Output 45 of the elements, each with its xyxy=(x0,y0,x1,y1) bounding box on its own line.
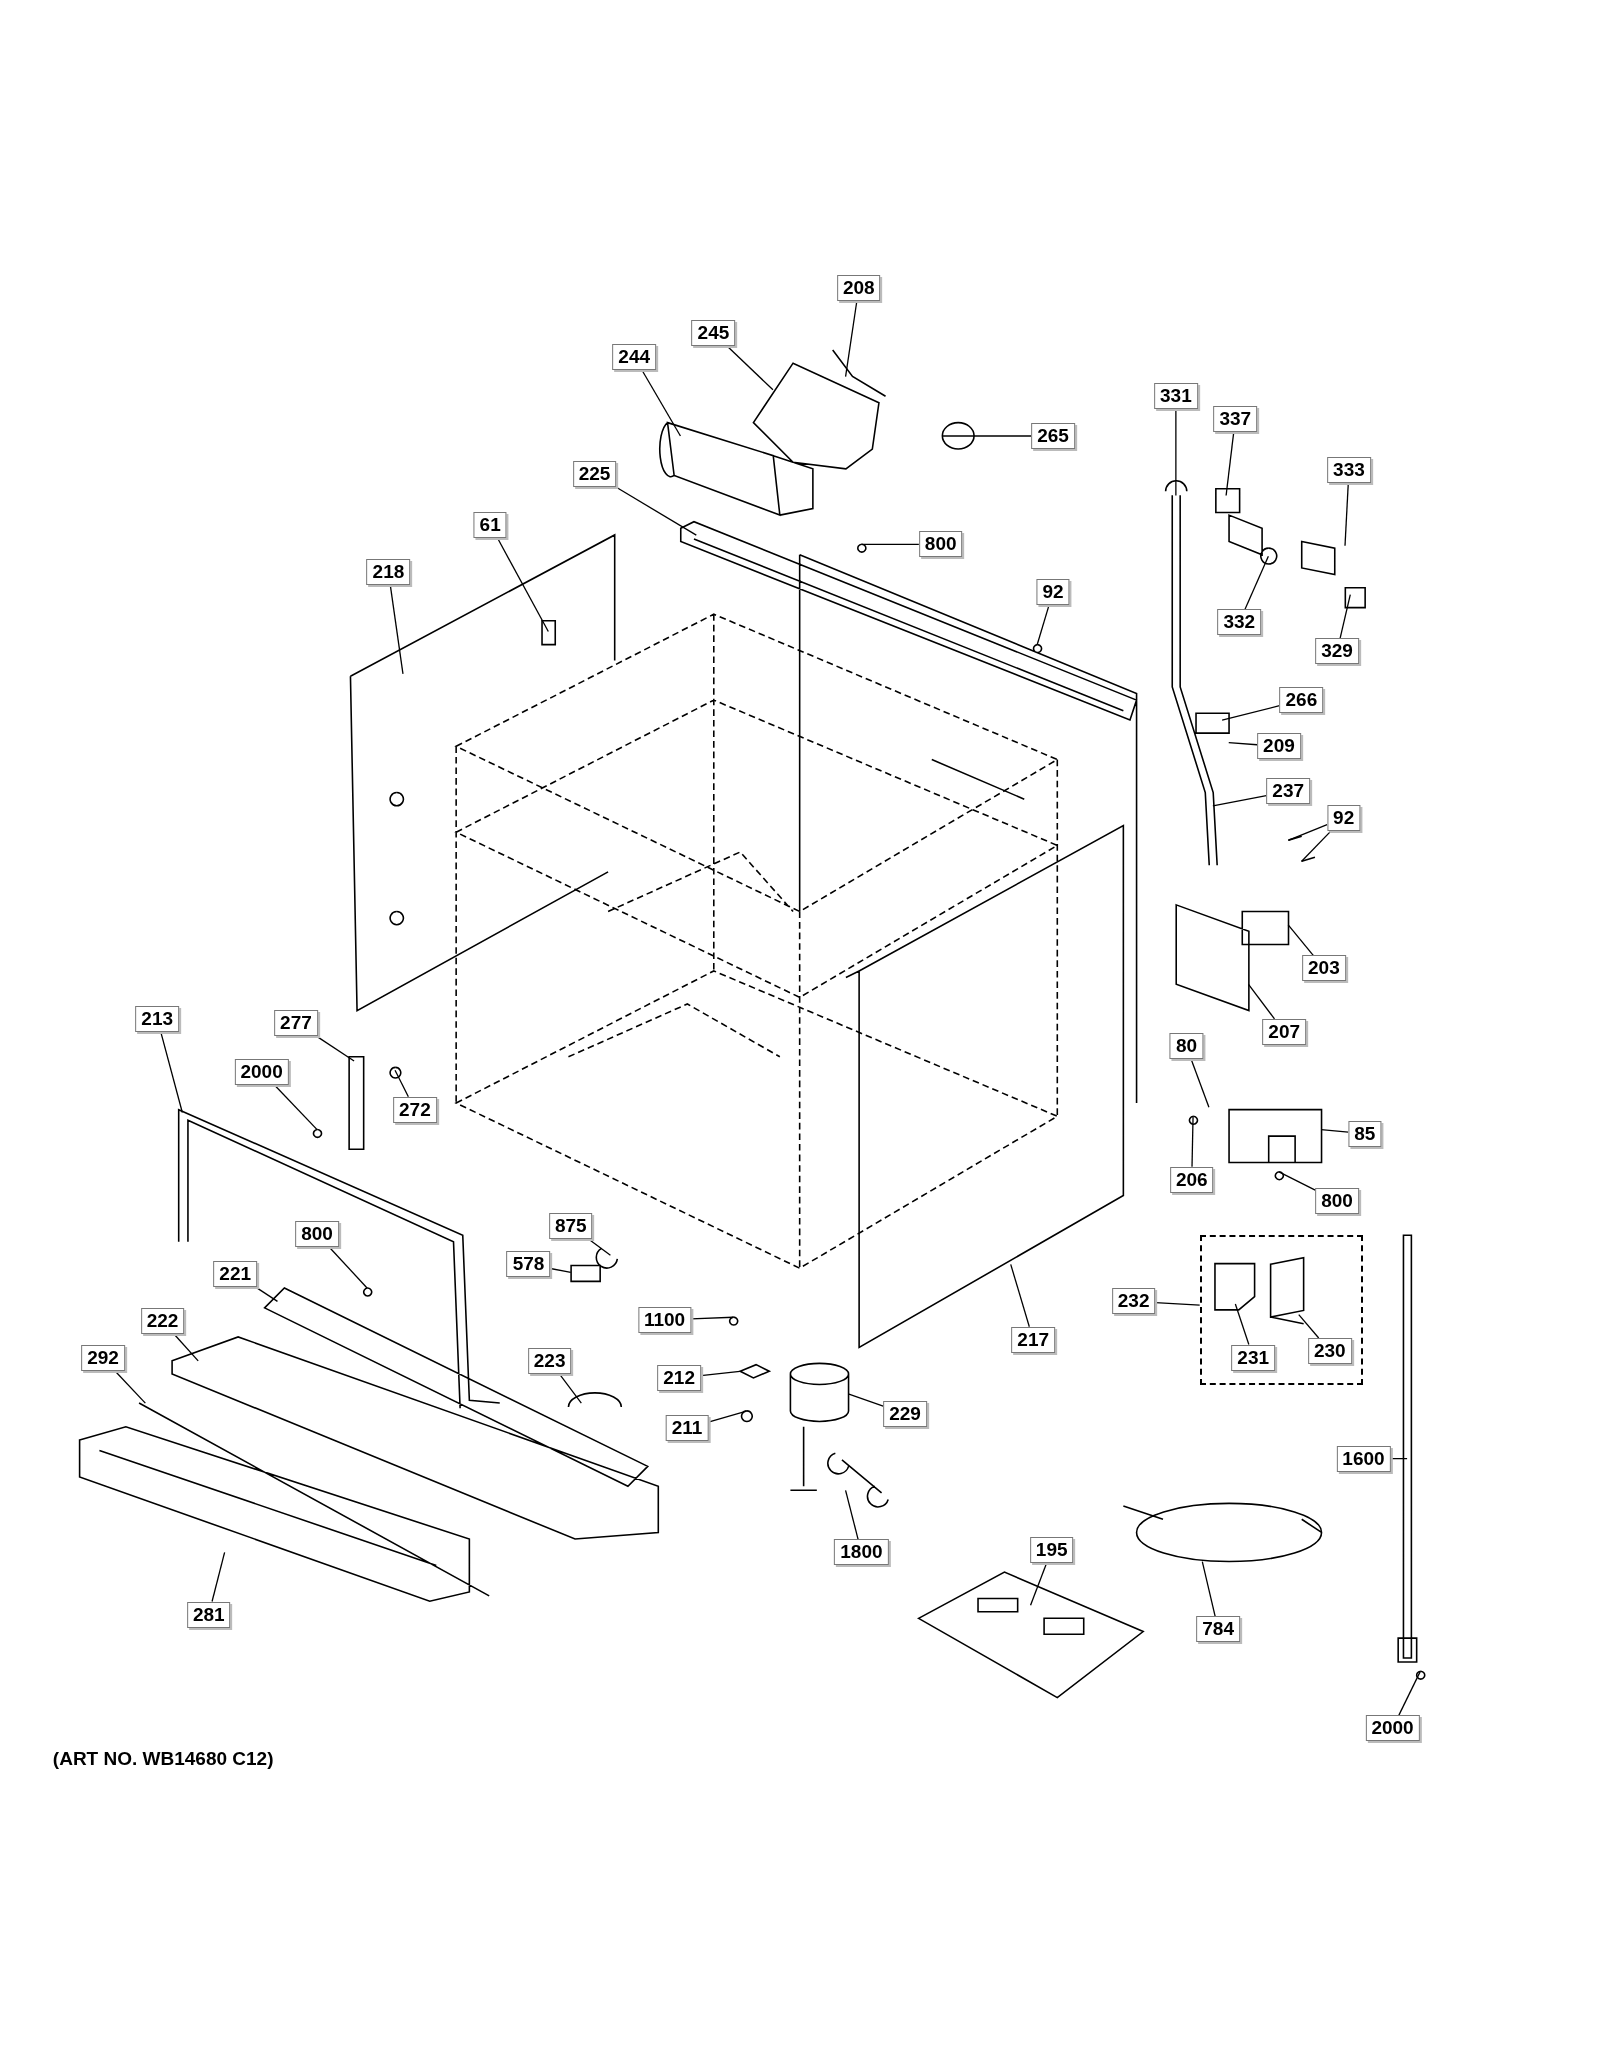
leader-line xyxy=(1212,795,1267,807)
leader-line xyxy=(860,543,920,545)
callout-number: 231 xyxy=(1231,1344,1275,1371)
leader-line xyxy=(1247,983,1276,1020)
leader-line xyxy=(1339,593,1351,639)
leader-line xyxy=(173,1333,199,1362)
callout-number: 2000 xyxy=(1365,1715,1420,1742)
art-number-caption: (ART NO. WB14680 C12) xyxy=(52,1747,274,1770)
leader-line xyxy=(1190,1058,1210,1108)
leader-line xyxy=(847,1393,884,1407)
leader-line xyxy=(211,1551,226,1603)
leader-line xyxy=(1029,1562,1048,1606)
callout-number: 230 xyxy=(1307,1337,1352,1364)
leader-line xyxy=(844,300,858,378)
leader-line xyxy=(844,1489,859,1541)
leader-line xyxy=(1344,482,1349,547)
leader-line xyxy=(641,369,682,437)
leader-line xyxy=(160,1031,183,1114)
leader-line xyxy=(1300,830,1332,863)
leader-line xyxy=(1234,1303,1250,1346)
callout-number: 245 xyxy=(691,319,736,346)
leader-line xyxy=(1244,555,1269,610)
leader-line xyxy=(1320,1129,1349,1133)
leader-line xyxy=(1191,1115,1194,1168)
leader-line xyxy=(114,1370,146,1404)
leader-line xyxy=(1228,741,1258,746)
leader-line xyxy=(1036,604,1050,646)
leader-line xyxy=(1398,1670,1421,1716)
leader-line xyxy=(558,1373,582,1404)
leader-line xyxy=(389,584,404,675)
leader-line xyxy=(1175,408,1177,497)
leader-line xyxy=(1287,924,1314,957)
callout-number: 244 xyxy=(612,343,656,370)
leader-line xyxy=(726,345,774,391)
leader-line xyxy=(1010,1263,1030,1328)
callout-number: 208 xyxy=(836,275,881,301)
leader-line xyxy=(941,435,1032,437)
leader-line xyxy=(1278,1171,1316,1191)
leader-line xyxy=(328,1246,368,1289)
leader-line xyxy=(1201,1561,1216,1617)
leader-line xyxy=(1225,431,1235,497)
leader-line xyxy=(1298,1313,1320,1339)
leader-line xyxy=(1221,705,1281,721)
leader-line xyxy=(1287,823,1328,841)
leader-line xyxy=(394,1069,409,1098)
